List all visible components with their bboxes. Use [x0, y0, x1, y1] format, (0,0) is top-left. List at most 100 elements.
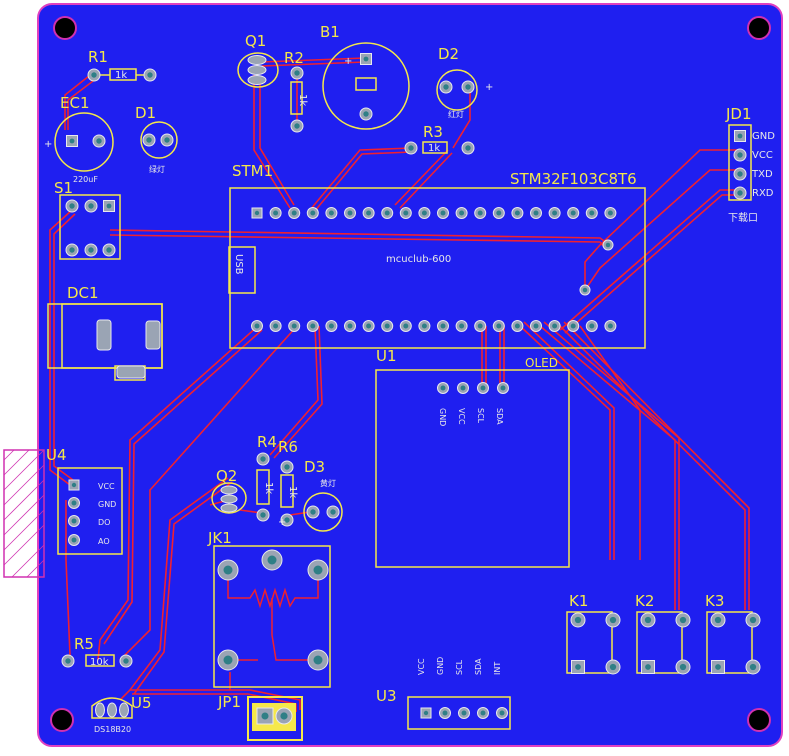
pad-hole: [347, 323, 353, 329]
pad-hole: [147, 72, 153, 78]
q1-pad: [247, 55, 267, 65]
pad-hole: [254, 210, 260, 216]
pad-hole: [514, 323, 520, 329]
q2-pad: [220, 503, 238, 513]
pad-hole: [679, 663, 687, 671]
label-k1: K1: [569, 592, 588, 610]
r5-value: 10k: [90, 657, 109, 668]
b1-plus: +: [344, 56, 352, 67]
pad-hole: [609, 663, 617, 671]
label-stm1: STM1: [232, 162, 273, 180]
pad-hole: [310, 509, 316, 515]
oled-pin-sda: SDA: [495, 408, 504, 425]
label-r6: R6: [278, 438, 298, 456]
label-d2: D2: [438, 45, 459, 63]
pad-hole: [408, 145, 414, 151]
label-d3: D3: [304, 458, 325, 476]
label-jd1: JD1: [725, 105, 752, 123]
oled-pin-vcc: VCC: [457, 408, 466, 425]
pad-hole: [71, 537, 77, 543]
dc1-pad: [116, 365, 146, 379]
ec1-value: 220uF: [73, 175, 98, 184]
pad-hole: [106, 203, 112, 209]
pad-hole: [330, 509, 336, 515]
pad-hole: [384, 210, 390, 216]
pads: [61, 53, 761, 725]
jd1-pin-gnd: GND: [752, 131, 775, 142]
pad-hole: [164, 137, 170, 143]
label-r4: R4: [257, 433, 277, 451]
u3-pin-sda: SDA: [474, 658, 483, 675]
pad-hole: [644, 616, 652, 624]
pad-hole: [69, 247, 75, 253]
label-r3: R3: [423, 123, 443, 141]
pad-hole: [313, 565, 323, 575]
pad-hole: [261, 712, 269, 720]
pad-hole: [223, 655, 233, 665]
u4-pin-gnd: GND: [98, 500, 116, 509]
pad-hole: [679, 616, 687, 624]
label-q1: Q1: [245, 32, 266, 50]
q2-pad: [220, 485, 238, 495]
pad-hole: [500, 385, 506, 391]
u3-pin-vcc: VCC: [417, 658, 426, 675]
pad-hole: [460, 385, 466, 391]
pad-hole: [294, 70, 300, 76]
u4-pin-ao: AO: [98, 537, 110, 546]
pad-hole: [403, 210, 409, 216]
traces: [49, 57, 750, 712]
r3-value: 1k: [428, 143, 440, 154]
label-k3: K3: [705, 592, 724, 610]
ec1-plus: +: [44, 139, 52, 150]
label-oled: OLED: [525, 356, 558, 370]
pad-hole: [477, 210, 483, 216]
r2-value: 1k: [297, 94, 308, 106]
pad-hole: [737, 152, 743, 158]
pad-hole: [582, 287, 588, 293]
pad-hole: [71, 518, 77, 524]
oled-pin-gnd: GND: [438, 408, 447, 426]
pad-hole: [589, 210, 595, 216]
label-r5: R5: [74, 635, 94, 653]
pad-hole: [443, 84, 449, 90]
d2-color: 红灯: [448, 109, 464, 119]
pad-hole: [260, 456, 266, 462]
pad-hole: [459, 210, 465, 216]
pad-hole: [291, 323, 297, 329]
pad-hole: [533, 210, 539, 216]
q2-pad: [220, 494, 238, 504]
pad-hole: [88, 247, 94, 253]
pad-hole: [645, 664, 651, 670]
pad-hole: [570, 323, 576, 329]
label-k2: K2: [635, 592, 654, 610]
label-r2: R2: [284, 49, 304, 67]
dc1-pad: [145, 320, 161, 350]
pad-hole: [440, 210, 446, 216]
label-s1: S1: [54, 179, 73, 197]
u4-pin-do: DO: [98, 518, 110, 527]
pad-hole: [294, 123, 300, 129]
pad-hole: [421, 210, 427, 216]
pad-hole: [423, 710, 429, 716]
label-u1: U1: [376, 347, 397, 365]
pad-hole: [106, 247, 112, 253]
pad-hole: [440, 385, 446, 391]
label-jp1: JP1: [217, 693, 241, 711]
pad-hole: [442, 710, 448, 716]
pad-hole: [223, 565, 233, 575]
pad-hole: [366, 210, 372, 216]
label-b1: B1: [320, 23, 340, 41]
pad-hole: [146, 137, 152, 143]
d2-plus: +: [485, 82, 493, 93]
component-labels: R1 Q1 R2 B1 D2 EC1 D1 R3 JD1 STM1 STM32F…: [46, 23, 752, 712]
label-d1: D1: [135, 104, 156, 122]
pad-hole: [366, 323, 372, 329]
pad-hole: [749, 663, 757, 671]
pad-hole: [284, 464, 290, 470]
pad-hole: [533, 323, 539, 329]
pad-hole: [123, 658, 129, 664]
pad-hole: [69, 203, 75, 209]
pad-hole: [96, 138, 102, 144]
silk-text: 1k 1k 1k 1k 1k 10k 220uF 绿灯 红灯 黄灯 + + + …: [44, 56, 775, 734]
